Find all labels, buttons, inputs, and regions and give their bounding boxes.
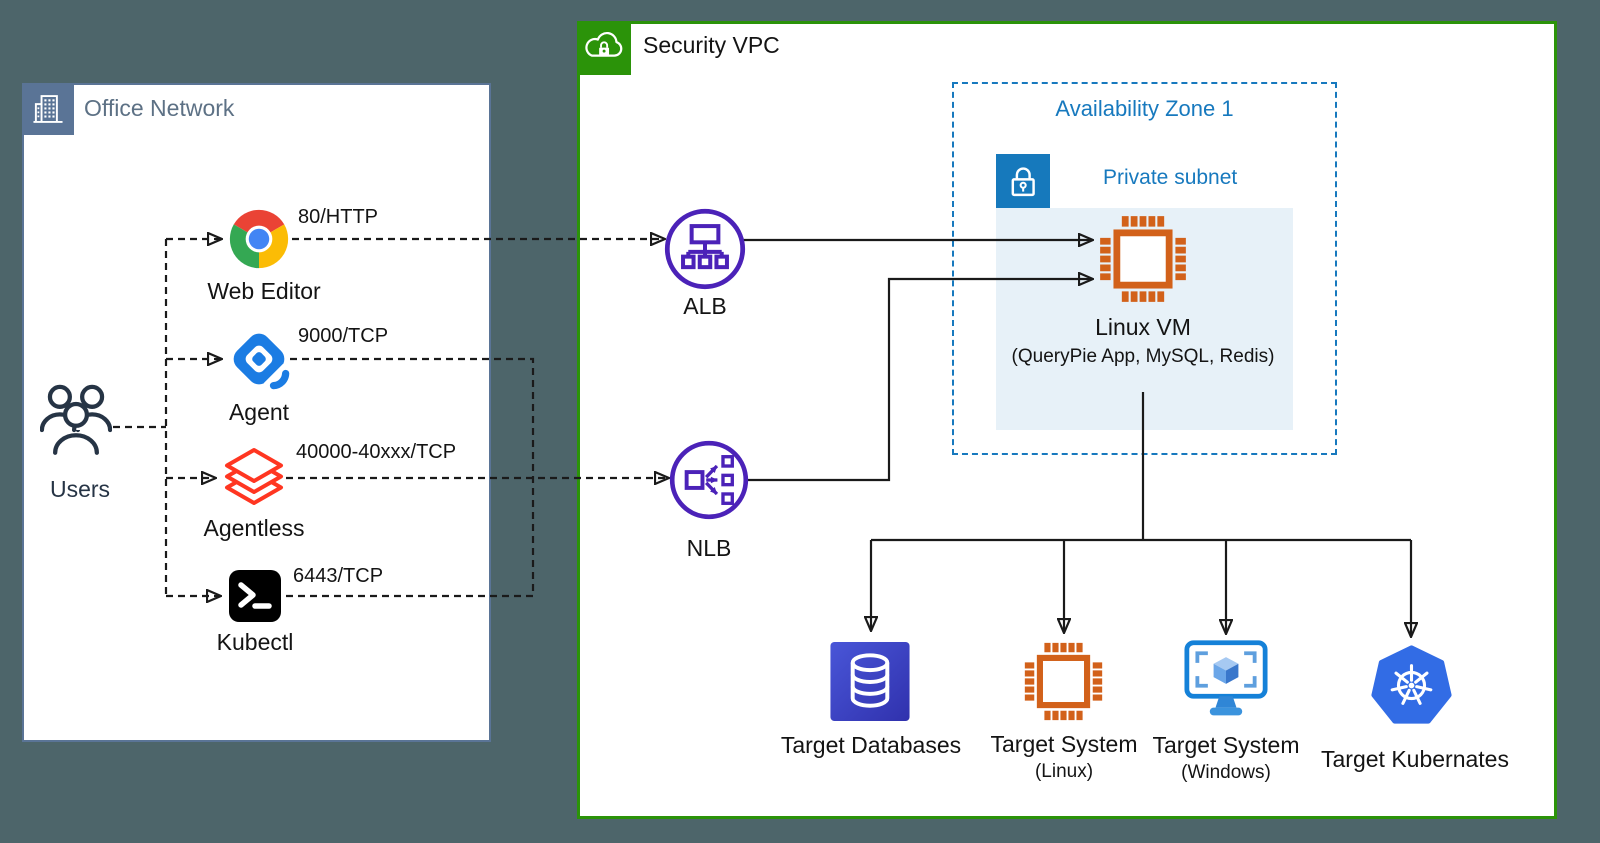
agent-label: Agent: [228, 399, 290, 425]
office-building-icon: [22, 83, 74, 135]
linux-vm-sublabel: (QueryPie App, MySQL, Redis): [1011, 346, 1275, 367]
security-vpc-title: Security VPC: [643, 32, 780, 58]
layer-stack-icon: [222, 444, 286, 510]
ec2-chip-icon: [1022, 640, 1105, 723]
private-subnet-lock-icon: [996, 154, 1050, 208]
alb-label: ALB: [683, 293, 727, 319]
office-network-title: Office Network: [84, 95, 235, 121]
network-load-balancer-icon: [668, 439, 750, 521]
target-system-linux-label: Target System: [990, 731, 1138, 757]
database-icon: [828, 638, 912, 725]
linux-vm-label: Linux VM: [1095, 314, 1191, 340]
querypie-agent-icon: [228, 328, 290, 390]
target-system-windows-sublabel: (Windows): [1181, 762, 1271, 783]
application-load-balancer-icon: [663, 207, 747, 291]
users-icon: [40, 380, 112, 463]
kubectl-label: Kubectl: [216, 629, 294, 655]
nlb-label: NLB: [686, 535, 732, 561]
web-editor-label: Web Editor: [207, 278, 321, 304]
target-system-windows-label: Target System: [1152, 732, 1300, 758]
agentless-label: Agentless: [203, 515, 305, 541]
vpc-cloud-lock-icon: [577, 21, 631, 75]
kubernetes-icon: [1368, 643, 1455, 728]
agentless-port-label: 40000-40xxx/TCP: [296, 441, 457, 463]
kubectl-port-label: 6443/TCP: [293, 565, 384, 587]
target-databases-label: Target Databases: [780, 732, 962, 758]
target-kubernetes-label: Target Kubernates: [1321, 746, 1509, 772]
target-system-linux-sublabel: (Linux): [1034, 761, 1094, 782]
ec2-chip-icon: [1097, 213, 1189, 305]
windows-vm-icon: [1184, 640, 1268, 720]
availability-zone-group: [952, 82, 1337, 455]
availability-zone-title: Availability Zone 1: [1055, 96, 1234, 121]
users-label: Users: [49, 476, 111, 502]
private-subnet-title: Private subnet: [1103, 166, 1238, 189]
chrome-browser-icon: [228, 208, 290, 270]
terminal-icon: [227, 568, 283, 624]
agent-port-label: 9000/TCP: [298, 325, 389, 347]
web-editor-port-label: 80/HTTP: [298, 206, 379, 228]
